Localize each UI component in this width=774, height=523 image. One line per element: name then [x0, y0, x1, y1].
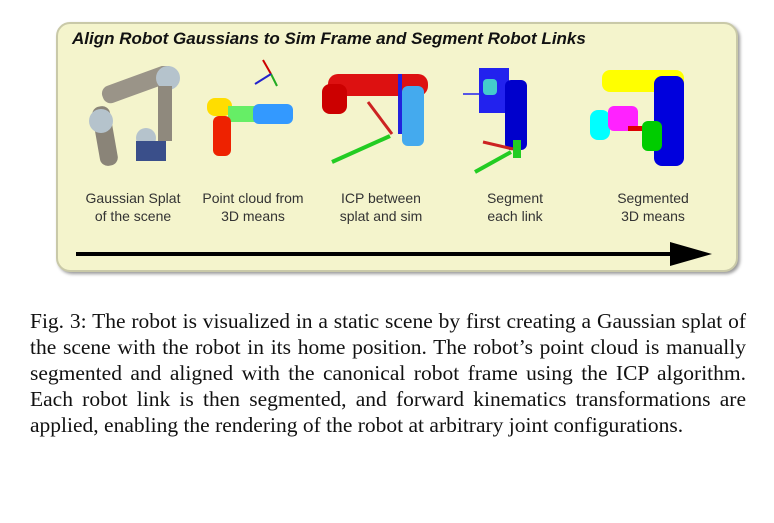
step-label-icp: ICP between splat and sim: [316, 189, 446, 225]
step-label-line: ICP between: [341, 190, 421, 206]
step-label-segmented-means: Segmented 3D means: [588, 189, 718, 225]
segmented-cloud-icon: [590, 70, 684, 166]
step-label-line: Segmented: [617, 190, 689, 206]
step-label-segment: Segment each link: [450, 189, 580, 225]
figure-caption: Fig. 3: The robot is visualized in a sta…: [30, 309, 746, 437]
step-label-line: 3D means: [221, 208, 285, 224]
step-label-line: Segment: [486, 190, 544, 206]
figure-panel: Align Robot Gaussians to Sim Frame and S…: [56, 22, 738, 272]
step-label-point-cloud: Point cloud from 3D means: [188, 189, 318, 225]
step-label-line: of the scene: [94, 208, 172, 224]
step-label-line: 3D means: [621, 208, 685, 224]
robot-arm-photo-icon: [89, 66, 180, 166]
step-label-line: splat and sim: [339, 208, 423, 224]
point-cloud-icon: [207, 59, 293, 156]
step-label-gaussian-splat: Gaussian Splat of the scene: [68, 189, 198, 225]
step-label-line: each link: [487, 208, 543, 224]
step-label-line: Gaussian Splat: [85, 190, 181, 206]
icp-alignment-icon: [322, 74, 428, 164]
figure-title: Align Robot Gaussians to Sim Frame and S…: [72, 29, 586, 48]
process-arrow-icon: [76, 242, 712, 266]
step-label-line: Point cloud from: [202, 190, 304, 206]
segment-links-icon: [463, 68, 527, 174]
